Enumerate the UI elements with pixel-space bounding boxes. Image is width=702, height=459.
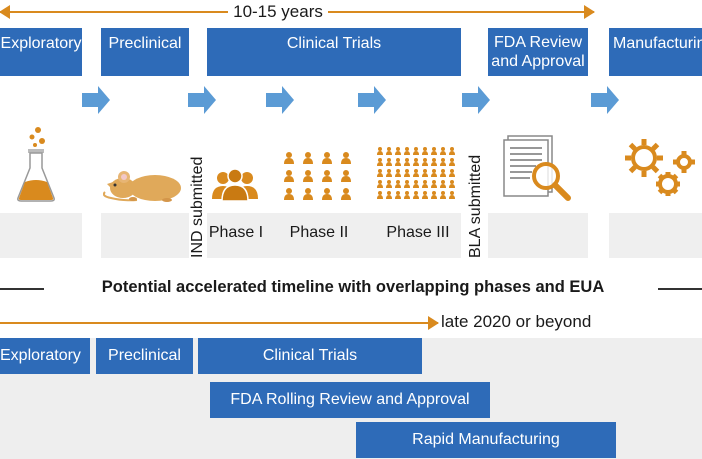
- arrowhead-right-icon: [428, 316, 439, 330]
- people-group-icon: [212, 168, 258, 202]
- chevron-right-icon: [358, 86, 386, 114]
- divider-line-left: [0, 288, 44, 290]
- stage-header-clinical: Clinical Trials: [207, 28, 461, 76]
- bar-exploratory: Exploratory: [0, 338, 90, 374]
- ind-submitted-label: IND submitted: [189, 156, 206, 258]
- phase-1-label: Phase I: [208, 224, 264, 241]
- arrowhead-right-icon: [584, 5, 595, 19]
- chevron-right-icon: [82, 86, 110, 114]
- bar-clinical-trials: Clinical Trials: [198, 338, 422, 374]
- chevron-right-icon: [591, 86, 619, 114]
- bottom-timeline-arrow: [0, 316, 439, 330]
- flask-icon: [17, 127, 55, 202]
- document-magnifier-icon: [503, 135, 571, 201]
- arrowhead-left-icon: [0, 5, 10, 19]
- accelerated-heading: Potential accelerated timeline with over…: [101, 278, 605, 296]
- people-crowd-icon: [377, 147, 455, 199]
- phase-2-label: Phase II: [289, 224, 349, 241]
- bar-fda-rolling-review: FDA Rolling Review and Approval: [210, 382, 490, 418]
- bar-rapid-manufacturing: Rapid Manufacturing: [356, 422, 616, 458]
- bottom-timeline-label: late 2020 or beyond: [441, 312, 592, 331]
- bar-preclinical: Preclinical: [96, 338, 193, 374]
- phase-3-label: Phase III: [386, 224, 450, 241]
- divider-line-right: [658, 288, 702, 290]
- chevron-right-icon: [462, 86, 490, 114]
- chevron-right-icon: [266, 86, 294, 114]
- stage-header-preclinical: Preclinical: [101, 28, 189, 76]
- stage-header-fda: FDA Review and Approval: [488, 28, 588, 76]
- stage-header-exploratory: Exploratory: [0, 28, 82, 76]
- bla-submitted-label: BLA submitted: [467, 154, 484, 258]
- stage-header-manufacturing: Manufacturing: [609, 28, 702, 76]
- chevron-right-icon: [188, 86, 216, 114]
- gears-icon: [625, 139, 695, 196]
- people-grid-icon: [284, 152, 351, 200]
- mouse-icon: [103, 171, 181, 202]
- top-timeline-label: 10-15 years: [228, 0, 328, 24]
